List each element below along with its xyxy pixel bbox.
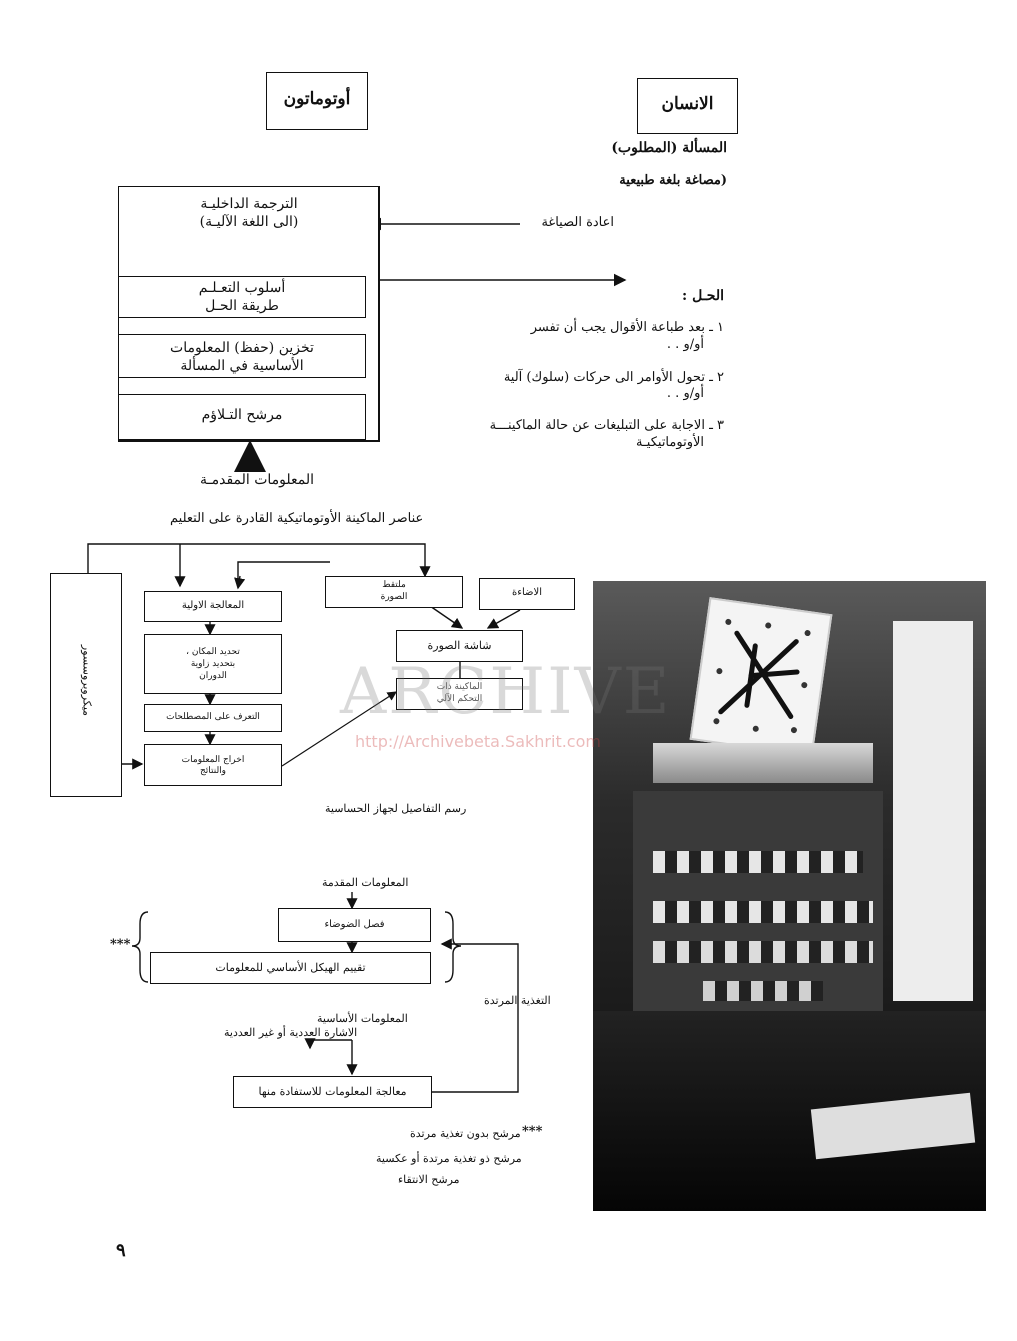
human-label: الانسان bbox=[661, 94, 714, 114]
translation-line2: (الى اللغة الآليـة) bbox=[199, 214, 299, 230]
locate-box: تحديد المكان ، بتحديد زاوية الدوران bbox=[144, 634, 282, 694]
solution-item2-line2: أو/و . . bbox=[666, 386, 704, 401]
recognition-label: التعرف على المصطلحات bbox=[166, 712, 260, 722]
solution-item1-line1: ١ ـ بعد طباعة الأقوال يجب أن تفسر bbox=[530, 320, 724, 335]
legend-line1-mark: *** bbox=[522, 1124, 543, 1139]
storage-box: تخزين (حفظ) المعلومات الأساسية في المسأل… bbox=[118, 334, 366, 378]
output-box: اخراج المعلومات والنتائج bbox=[144, 744, 282, 786]
lighting-box: الاضاءة bbox=[479, 578, 575, 610]
microprocessor-label: ميكروبروسسور bbox=[80, 644, 94, 717]
photo-window bbox=[893, 621, 973, 1001]
photo-relays-row2 bbox=[653, 901, 873, 923]
structure-eval-box: تقييم الهيكل الأساسي للمعلومات bbox=[150, 952, 431, 984]
d3-signal: الاشارة العددية أو غير العددية bbox=[224, 1026, 358, 1039]
diagram2-title: عناصر الماكينة الأوتوماتيكية القادرة على… bbox=[170, 511, 424, 526]
problem-line2: (مصاغة بلغة طبيعية bbox=[619, 173, 727, 188]
auto-control-line2: التحكم الآلي bbox=[436, 694, 483, 704]
d3-feedback: التغذية المرتدة bbox=[484, 994, 551, 1007]
photo-board bbox=[689, 597, 833, 757]
watermark-word: ARCHIVE bbox=[340, 655, 672, 729]
auto-control-box: الماكينة ذات التحكم الآلي bbox=[396, 678, 523, 710]
solution-item1-line2: أو/و . . bbox=[666, 337, 704, 352]
legend-line3: مرشح الانتقاء bbox=[398, 1173, 460, 1186]
lighting-label: الاضاءة bbox=[512, 587, 542, 598]
output-line2: والنتائج bbox=[199, 766, 227, 776]
preprocessing-label: المعالجة الاولية bbox=[181, 600, 245, 611]
human-box: الانسان bbox=[637, 78, 738, 134]
diagram2-caption: رسم التفاصيل لجهاز الحساسية bbox=[325, 802, 467, 815]
board-pattern-icon bbox=[713, 618, 811, 734]
locate-line1: تحديد المكان ، bbox=[186, 647, 240, 657]
photo-relays-row1 bbox=[653, 851, 863, 873]
microprocessor-box: ميكروبروسسور bbox=[50, 573, 122, 797]
noise-separation-label: فصل الضوضاء bbox=[324, 919, 385, 930]
structure-eval-label: تقييم الهيكل الأساسي للمعلومات bbox=[215, 961, 366, 974]
solution-item2-line1: ٢ ـ تحول الأوامر الى حركات (سلوك) آلية bbox=[503, 370, 724, 385]
d3-input-info: المعلومات المقدمة bbox=[322, 876, 409, 889]
learning-line1: أسلوب التعـلـم bbox=[198, 280, 286, 296]
auto-control-line1: الماكينة ذات bbox=[436, 682, 483, 692]
translation-line1: الترجمة الداخليـة bbox=[200, 196, 298, 212]
solution-heading: الحـل : bbox=[682, 288, 724, 304]
watermark-url: http://Archivebeta.Sakhrit.com bbox=[355, 732, 601, 751]
automaton-box: أوتوماتون bbox=[266, 72, 368, 130]
input-info-label: المعلومات المقدمـة bbox=[200, 472, 315, 488]
recognition-box: التعرف على المصطلحات bbox=[144, 704, 282, 732]
solution-item3-line2: الأوتوماتيكيـة bbox=[636, 435, 704, 450]
learning-box: أسلوب التعـلـم طريقة الحـل bbox=[118, 276, 366, 318]
legend-line1: مرشح بدون تغذية مرتدة bbox=[410, 1127, 521, 1140]
processing-box: معالجة المعلومات للاستفادة منها bbox=[233, 1076, 432, 1108]
camera-line1: ملتقط bbox=[382, 580, 406, 590]
preprocessing-box: المعالجة الاولية bbox=[144, 591, 282, 622]
screen-label: شاشة الصورة bbox=[427, 639, 492, 652]
processing-label: معالجة المعلومات للاستفادة منها bbox=[258, 1085, 407, 1098]
d3-basic-info: المعلومات الأساسية bbox=[317, 1012, 408, 1025]
photo-relays-row4 bbox=[703, 981, 823, 1001]
photo-top-bar bbox=[653, 743, 873, 783]
learning-line2: طريقة الحـل bbox=[205, 298, 279, 314]
locate-line3: الدوران bbox=[199, 671, 227, 681]
noise-separation-box: فصل الضوضاء bbox=[278, 908, 431, 942]
machine-photo bbox=[593, 581, 986, 1211]
camera-line2: الصورة bbox=[380, 592, 408, 602]
page-number: ٩ bbox=[116, 1240, 126, 1261]
output-line1: اخراج المعلومات bbox=[181, 755, 245, 765]
problem-line1: المسألة (المطلوب) bbox=[611, 140, 727, 156]
camera-box: ملتقط الصورة bbox=[325, 576, 463, 608]
reformulation-label: اعادة الصياغة bbox=[541, 215, 614, 230]
automaton-label: أوتوماتون bbox=[283, 89, 351, 109]
photo-relays-row3 bbox=[653, 941, 873, 963]
d3-stars: *** bbox=[110, 937, 131, 952]
storage-line2: الأساسية في المسألة bbox=[180, 358, 304, 374]
storage-line1: تخزين (حفظ) المعلومات bbox=[170, 340, 314, 356]
filter-box: مرشح التـلاؤم bbox=[118, 394, 366, 440]
legend-line2: مرشح ذو تغذية مرتدة أو عكسية bbox=[376, 1152, 522, 1165]
stack-right-border bbox=[378, 186, 380, 442]
solution-item3-line1: ٣ ـ الاجابة على التبليغات عن حالة الماكي… bbox=[489, 418, 724, 433]
stack-bottom-border bbox=[118, 440, 380, 442]
filter-label: مرشح التـلاؤم bbox=[201, 407, 283, 423]
locate-line2: بتحديد زاوية bbox=[190, 659, 236, 669]
screen-box: شاشة الصورة bbox=[396, 630, 523, 662]
